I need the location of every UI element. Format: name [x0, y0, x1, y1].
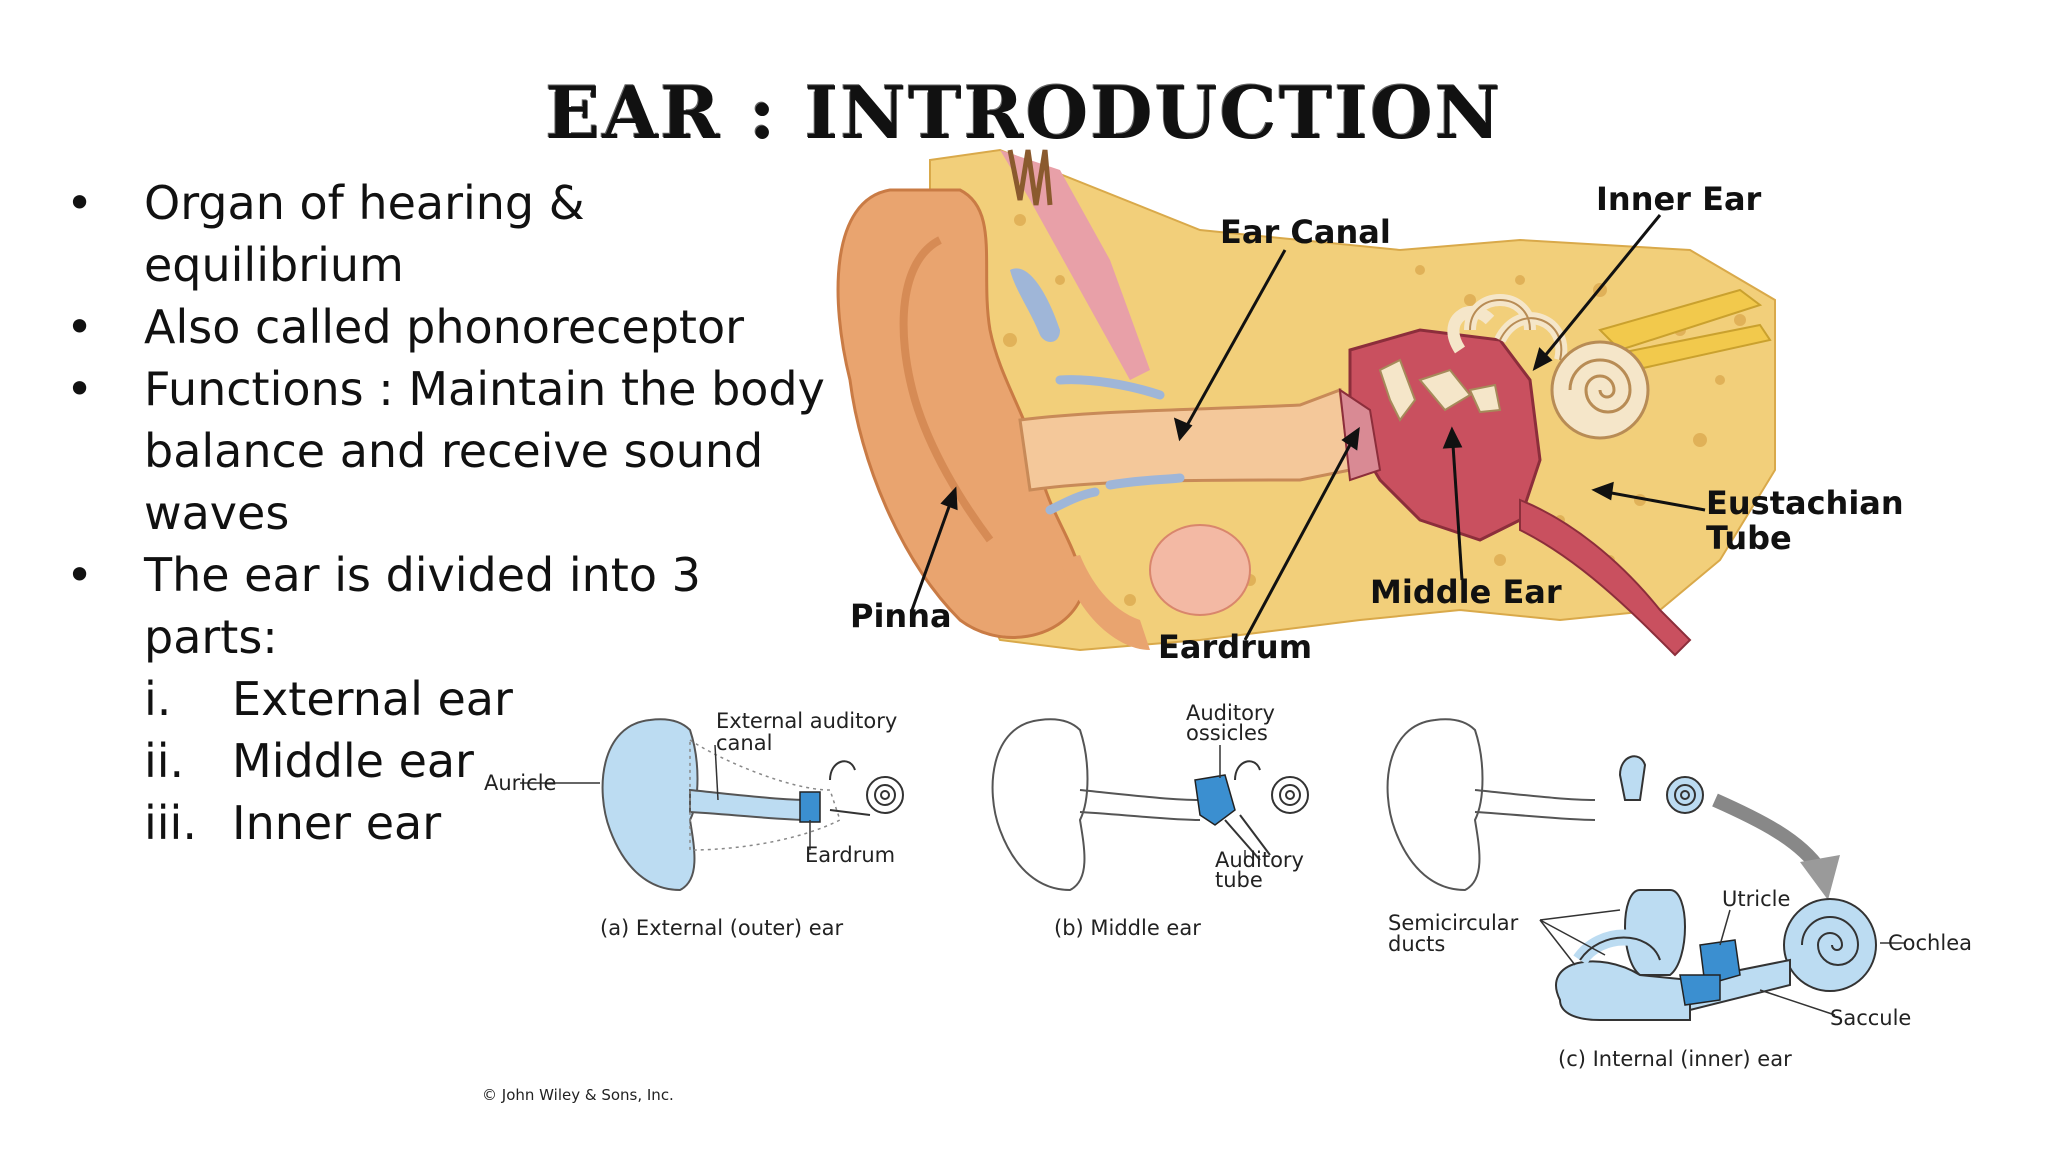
ear-parts-panels: External auditory canal Auricle Eardrum … — [482, 701, 1972, 1104]
label-auricle: Auricle — [484, 771, 556, 795]
label-pinna: Pinna — [850, 597, 952, 635]
label-aud-tube-2: tube — [1215, 868, 1263, 892]
bullet-text: Functions : Maintain the body balance an… — [144, 362, 825, 540]
part-number: i. — [144, 672, 172, 726]
label-eardrum-a: Eardrum — [805, 843, 895, 867]
bullet-list: • Organ of hearing & equilibrium • Also … — [60, 172, 825, 854]
label-saccule: Saccule — [1830, 1006, 1911, 1030]
slide-title: EAR : INTRODUCTION — [545, 70, 1503, 155]
bullet-glyph: • — [66, 362, 94, 416]
label-eustachian-2: Tube — [1706, 519, 1792, 557]
label-aud-tube-1: Auditory — [1215, 848, 1304, 872]
label-semicircular-1: Semicircular — [1388, 911, 1519, 935]
part-item: i. External ear — [60, 668, 820, 730]
label-eustachian-1: Eustachian — [1706, 484, 1904, 522]
caption-c: (c) Internal (inner) ear — [1558, 1047, 1792, 1071]
label-ossicles-1: Auditory — [1186, 701, 1275, 725]
label-ear-canal: Ear Canal — [1220, 213, 1391, 251]
part-item: iii. Inner ear — [60, 792, 820, 854]
part-number: iii. — [144, 796, 197, 850]
panel-middle-ear: Auditory ossicles Auditory tube (b) Midd… — [991, 701, 1309, 940]
label-inner-ear: Inner Ear — [1596, 180, 1762, 218]
label-middle-ear: Middle Ear — [1370, 573, 1562, 611]
label-external-auditory-2: canal — [716, 731, 772, 755]
part-item: ii. Middle ear — [60, 730, 820, 792]
bullet-glyph: • — [66, 548, 94, 602]
bullet-item: • Functions : Maintain the body balance … — [60, 358, 864, 544]
bullet-glyph: • — [66, 300, 94, 354]
label-external-auditory-1: External auditory — [716, 709, 897, 733]
bullet-item: • Also called phonoreceptor — [60, 296, 820, 358]
label-cochlea: Cochlea — [1888, 931, 1972, 955]
panel-inner-ear: Utricle Semicircular ducts Cochlea Saccu… — [1386, 718, 1972, 1071]
ear-anatomy-illustration: Ear Canal Inner Ear Eustachian Tube Midd… — [836, 148, 1904, 666]
label-utricle: Utricle — [1722, 887, 1790, 911]
part-number: ii. — [144, 734, 185, 788]
bullet-item: • Organ of hearing & equilibrium — [60, 172, 820, 296]
bullet-glyph: • — [66, 176, 94, 230]
panel-external-ear: External auditory canal Auricle Eardrum … — [484, 709, 904, 940]
part-label: Middle ear — [232, 734, 474, 788]
label-semicircular-2: ducts — [1388, 932, 1445, 956]
copyright-notice: © John Wiley & Sons, Inc. — [482, 1086, 674, 1104]
label-ossicles-2: ossicles — [1186, 721, 1268, 745]
part-label: Inner ear — [232, 796, 442, 850]
caption-a: (a) External (outer) ear — [600, 916, 844, 940]
bullet-text: Also called phonoreceptor — [144, 300, 745, 354]
caption-b: (b) Middle ear — [1054, 916, 1201, 940]
bullet-item: • The ear is divided into 3 parts: — [60, 544, 820, 668]
label-eardrum: Eardrum — [1158, 628, 1312, 666]
part-label: External ear — [232, 672, 513, 726]
bullet-text: The ear is divided into 3 parts: — [144, 548, 701, 664]
bullet-text: Organ of hearing & equilibrium — [144, 176, 585, 292]
